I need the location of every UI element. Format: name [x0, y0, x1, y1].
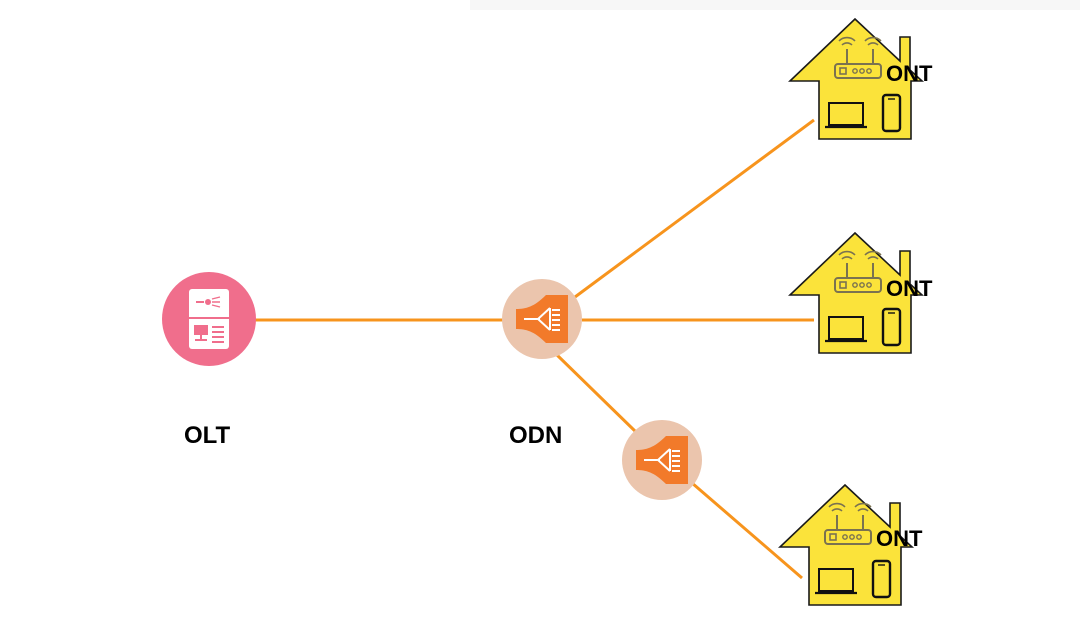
odn-node[interactable] [502, 279, 582, 359]
ont-label-3: ONT [876, 526, 923, 551]
olt-label: OLT [184, 422, 231, 449]
ont-label-1: ONT [886, 61, 933, 86]
top-band [470, 0, 1080, 10]
link-odn-splitter2 [555, 353, 638, 434]
olt-server-icon [189, 289, 229, 349]
link-splitter2-ont3 [691, 481, 803, 580]
olt-node[interactable] [162, 272, 256, 366]
ont-label-2: ONT [886, 276, 933, 301]
odn-label: ODN [509, 422, 563, 449]
link-odn-ont1 [574, 118, 815, 299]
splitter2-node[interactable] [622, 420, 702, 500]
